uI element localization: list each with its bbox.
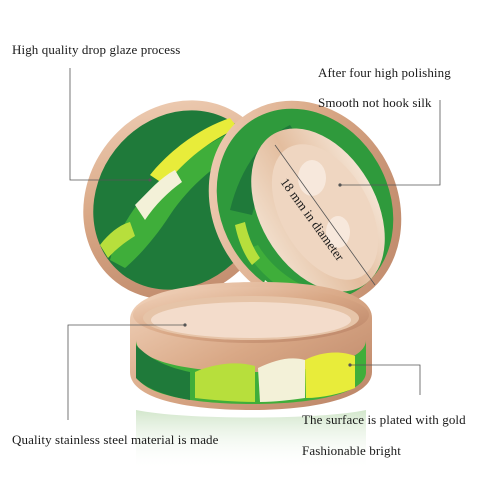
bottom-left-annotation: Quality stainless steel material is made xyxy=(12,432,219,447)
leader-lines xyxy=(67,68,441,420)
top-left-annotation: High quality drop glaze process xyxy=(12,42,181,57)
top-right-annotation-2: Smooth not hook silk xyxy=(318,95,432,110)
ring-front xyxy=(130,282,372,470)
bottom-right-annotation-2: Fashionable bright xyxy=(302,443,401,458)
top-right-annotation-1: After four high polishing xyxy=(318,65,451,80)
bottom-right-annotation-1: The surface is plated with gold xyxy=(302,412,466,427)
